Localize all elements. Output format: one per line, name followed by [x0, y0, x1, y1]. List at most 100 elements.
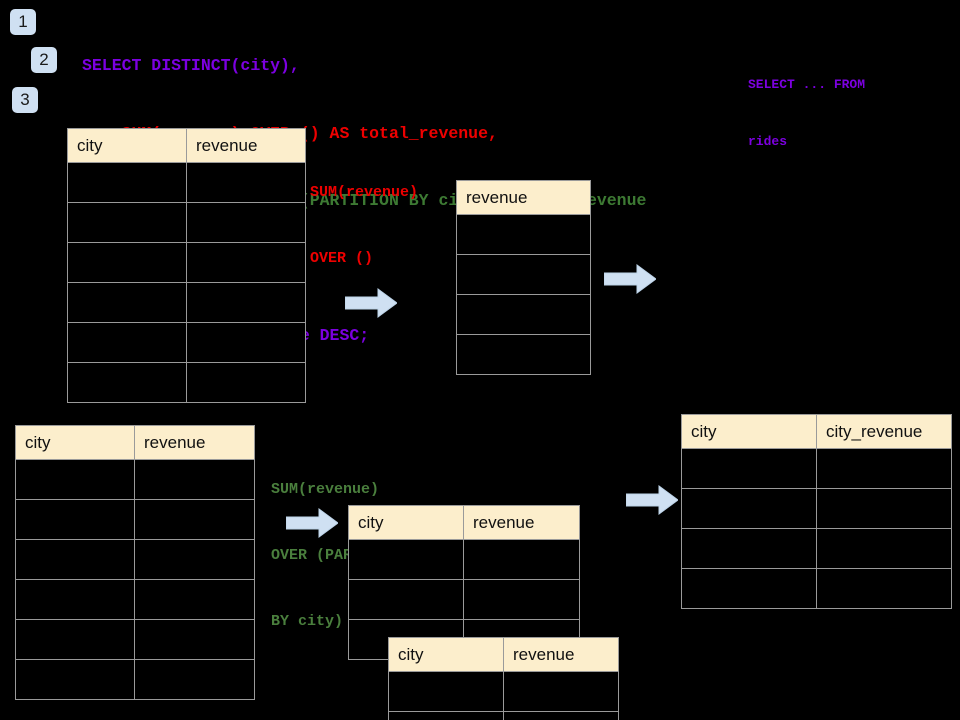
table-cell: [503, 711, 619, 720]
table-row: [67, 162, 306, 203]
table-row: [15, 619, 255, 660]
table-cell: [67, 242, 187, 283]
table-row: [67, 322, 306, 363]
table-row: [456, 214, 591, 255]
table-cell: [186, 202, 306, 243]
table-row: [15, 499, 255, 540]
table-row: [456, 334, 591, 375]
column-header-city: city: [67, 128, 187, 163]
table-row: [67, 362, 306, 403]
table-row: [67, 242, 306, 283]
arrow-source-to-total: [345, 288, 397, 318]
table-cell: [67, 322, 187, 363]
column-header-city: city: [388, 637, 504, 672]
table-header-row: city revenue: [15, 425, 255, 460]
table-cell: [186, 322, 306, 363]
table-cell: [388, 711, 504, 720]
table-row: [15, 579, 255, 620]
column-header-revenue: revenue: [503, 637, 619, 672]
column-header-revenue: revenue: [463, 505, 580, 540]
table-cell: [816, 448, 952, 489]
table-cell: [681, 448, 817, 489]
table-cell: [348, 579, 464, 620]
annotation-sum-over-partition: SUM(revenue) OVER (PARTITION BY city): [271, 435, 406, 677]
table-cell: [816, 568, 952, 609]
table-row: [681, 528, 952, 569]
table-cell: [348, 539, 464, 580]
table-cell: [15, 619, 135, 660]
arrow-source-to-partition: [286, 508, 338, 538]
table-header-row: city city_revenue: [681, 414, 952, 449]
table-cell: [681, 528, 817, 569]
table-cell: [15, 659, 135, 700]
step-badge-2: 2: [31, 47, 57, 73]
table-row: [456, 254, 591, 295]
table-cell: [15, 579, 135, 620]
table-cell: [463, 539, 580, 580]
table-row: [681, 448, 952, 489]
table-cell: [816, 488, 952, 529]
table-cell: [503, 671, 619, 712]
column-header-revenue: revenue: [186, 128, 306, 163]
table-cell: [186, 282, 306, 323]
table-row: [348, 539, 580, 580]
sql-line-1: SELECT DISTINCT(city),: [82, 56, 300, 75]
table-row: [15, 659, 255, 700]
table-cell: [67, 162, 187, 203]
step-badge-3: 3: [12, 87, 38, 113]
table-cell: [134, 539, 255, 580]
table-row: [348, 579, 580, 620]
annotation-over-partition-line-1: SUM(revenue): [271, 481, 380, 498]
table-row: [388, 671, 619, 712]
table-cell: [681, 568, 817, 609]
table-result: city city_revenue: [681, 414, 952, 609]
table-row: [15, 539, 255, 580]
table-cell: [15, 459, 135, 500]
table-row: [67, 282, 306, 323]
side-note-line-1: SELECT ... FROM: [748, 77, 866, 92]
table-row: [67, 202, 306, 243]
table-cell: [456, 334, 591, 375]
table-cell: [463, 579, 580, 620]
column-header-city-revenue: city_revenue: [816, 414, 952, 449]
table-total-revenue: revenue: [456, 180, 591, 375]
arrow-right-icon: [286, 508, 338, 538]
table-cell: [15, 499, 135, 540]
table-cell: [134, 659, 255, 700]
table-cell: [67, 362, 187, 403]
table-source-top: city revenue: [67, 128, 306, 403]
table-header-row: city revenue: [67, 128, 306, 163]
step-badge-1: 1: [10, 9, 36, 35]
arrow-right-icon: [626, 485, 678, 515]
table-cell: [67, 282, 187, 323]
table-cell: [186, 242, 306, 283]
table-header-row: revenue: [456, 180, 591, 215]
table-cell: [456, 294, 591, 335]
column-header-city: city: [681, 414, 817, 449]
table-row: [456, 294, 591, 335]
table-cell: [186, 162, 306, 203]
table-cell: [456, 254, 591, 295]
arrow-partition-to-result: [626, 485, 678, 515]
column-header-city: city: [15, 425, 135, 460]
table-cell: [816, 528, 952, 569]
table-cell: [67, 202, 187, 243]
table-cell: [134, 579, 255, 620]
table-cell: [456, 214, 591, 255]
side-note-line-2: rides: [748, 134, 788, 149]
table-cell: [134, 499, 255, 540]
table-header-row: city revenue: [388, 637, 619, 672]
table-cell: [681, 488, 817, 529]
arrow-total-to-result: [604, 264, 656, 294]
table-header-row: city revenue: [348, 505, 580, 540]
table-row: [15, 459, 255, 500]
table-cell: [15, 539, 135, 580]
column-header-revenue: revenue: [134, 425, 255, 460]
side-note-select-from-rides: SELECT ... FROM rides: [748, 37, 865, 189]
table-cell: [388, 671, 504, 712]
annotation-over-empty-line-1: SUM(revenue): [310, 184, 419, 201]
table-cell: [134, 459, 255, 500]
table-cell: [134, 619, 255, 660]
table-row: [681, 568, 952, 609]
